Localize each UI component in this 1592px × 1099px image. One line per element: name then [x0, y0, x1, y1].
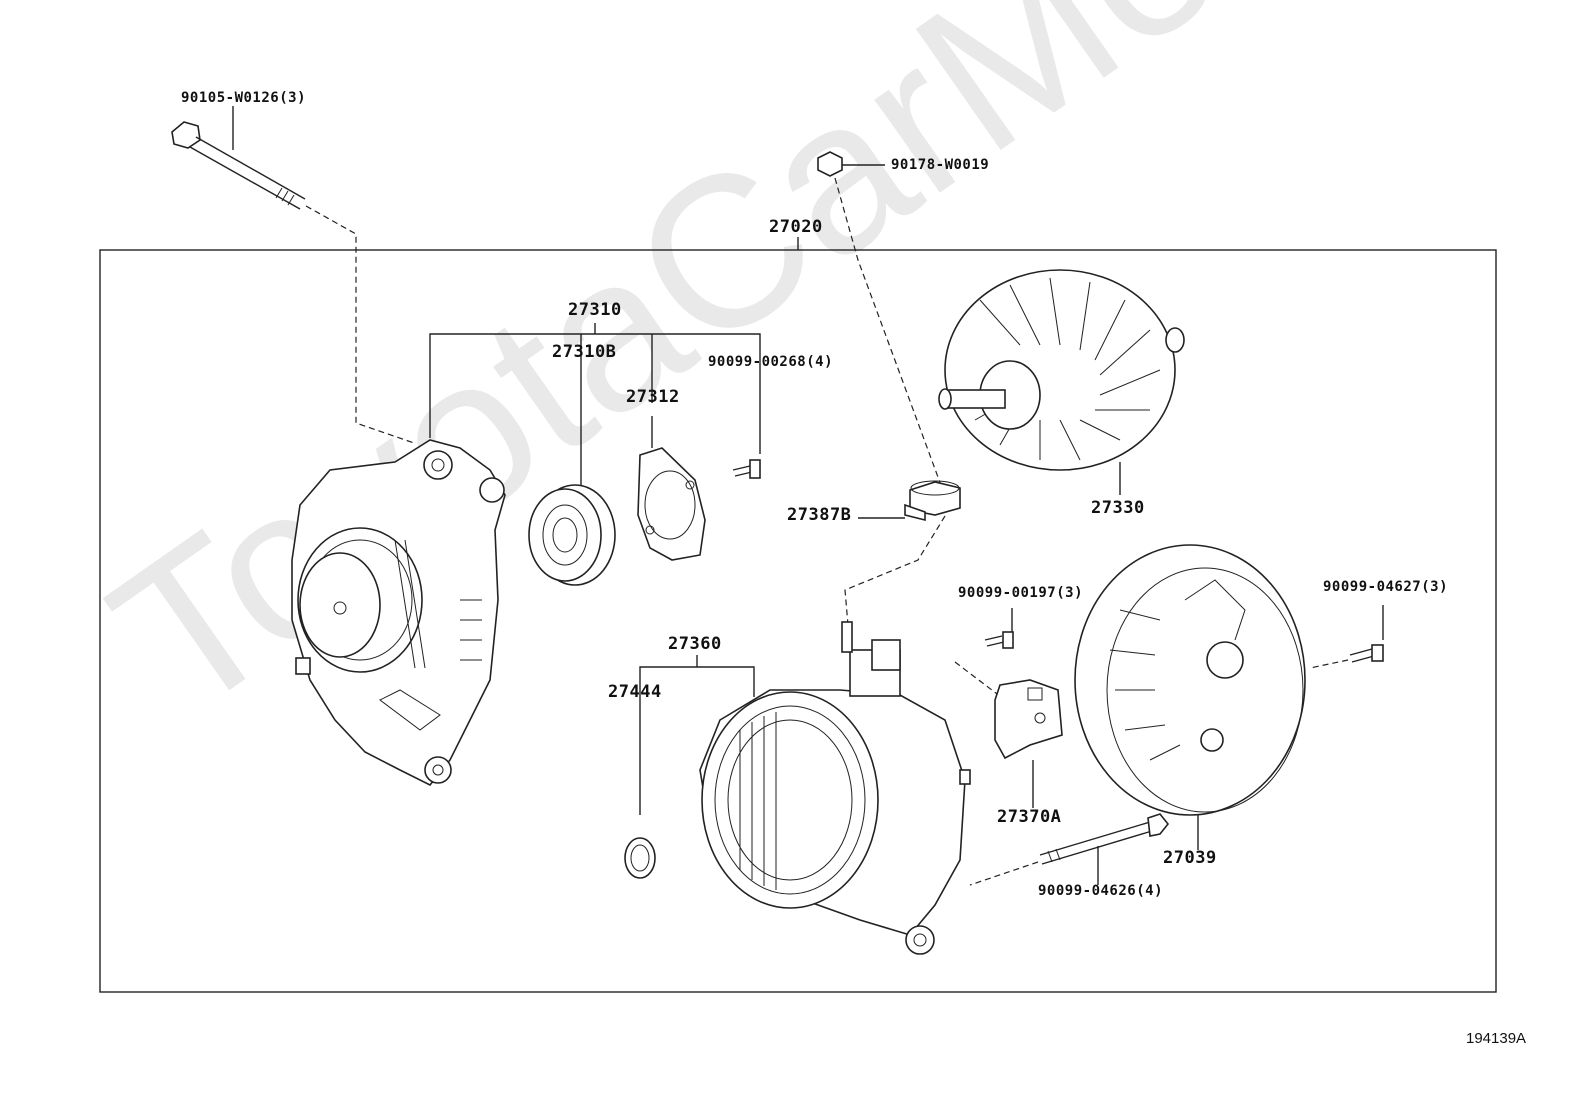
label-screw-rear-cover: 90099-04627(3) — [1323, 579, 1449, 595]
nut-top — [817, 151, 885, 177]
bearing — [528, 484, 616, 586]
long-bolt-top — [171, 121, 306, 210]
label-screw-brush-holder: 90099-00197(3) — [958, 585, 1084, 601]
label-bearing: 27310B — [552, 342, 617, 362]
label-nut-top: 90178-W0019 — [891, 157, 990, 173]
label-rear-cover: 27039 — [1163, 848, 1217, 868]
insulator — [904, 480, 961, 522]
brush-holder — [994, 679, 1063, 760]
drive-end-frame — [291, 439, 506, 787]
stator-frame — [699, 621, 971, 955]
label-frame-drive: 27310 — [568, 300, 622, 320]
label-washer: 27444 — [608, 682, 662, 702]
diagram-ref: 194139A — [1466, 1030, 1527, 1047]
label-stator: 27360 — [668, 634, 722, 654]
label-bolt-top: 90105-W0126(3) — [181, 90, 307, 106]
label-brush-holder: 27370A — [997, 807, 1062, 827]
label-through-bolt: 90099-04626(4) — [1038, 883, 1164, 899]
label-assembly: 27020 — [769, 217, 823, 237]
through-bolt — [1039, 813, 1170, 865]
label-screw-retainer: 90099-00268(4) — [708, 354, 834, 370]
rear-cover — [1074, 544, 1306, 816]
rotor — [938, 269, 1185, 471]
screw-retainer — [732, 459, 761, 479]
label-retainer: 27312 — [626, 387, 680, 407]
label-insulator: 27387B — [787, 505, 852, 525]
retainer-plate — [637, 447, 706, 561]
screw-rear-cover — [1349, 605, 1384, 663]
label-rotor: 27330 — [1091, 498, 1145, 518]
washer — [624, 837, 656, 879]
screw-brush-holder — [984, 608, 1014, 649]
